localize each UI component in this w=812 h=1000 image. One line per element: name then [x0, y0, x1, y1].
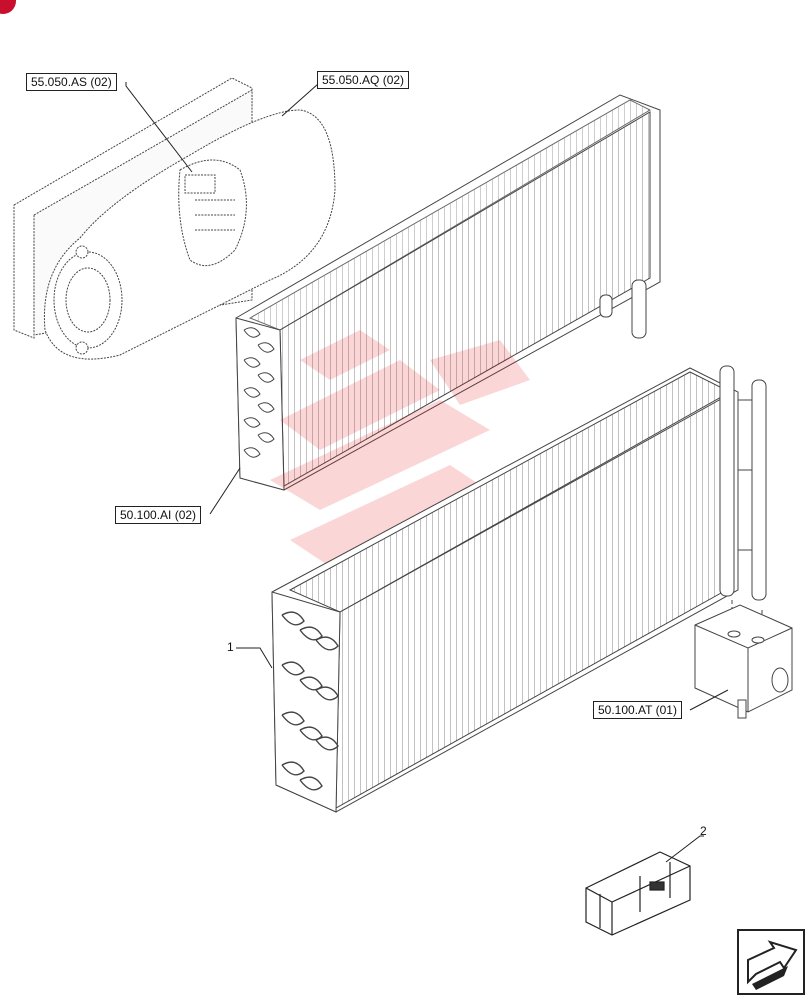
expansion-valve [694, 600, 793, 719]
callout-heater-core[interactable]: 50.100.AI (02) [115, 506, 202, 524]
item-number-kit: 2 [700, 824, 707, 838]
callout-expansion-valve[interactable]: 50.100.AT (01) [593, 701, 682, 719]
next-page-arrow-icon[interactable] [737, 929, 805, 995]
callout-blower-fan[interactable]: 55.050.AS (02) [26, 73, 117, 91]
leader-lines [125, 82, 729, 863]
heater-core [235, 94, 661, 491]
callout-blower-housing[interactable]: 55.050.AQ (02) [317, 71, 410, 89]
item-number-evaporator: 1 [227, 640, 234, 654]
brand-watermark-icon [270, 330, 530, 570]
evaporator-core [271, 365, 767, 813]
parts-kit-crate [585, 851, 691, 936]
blower-assembly [13, 77, 336, 360]
